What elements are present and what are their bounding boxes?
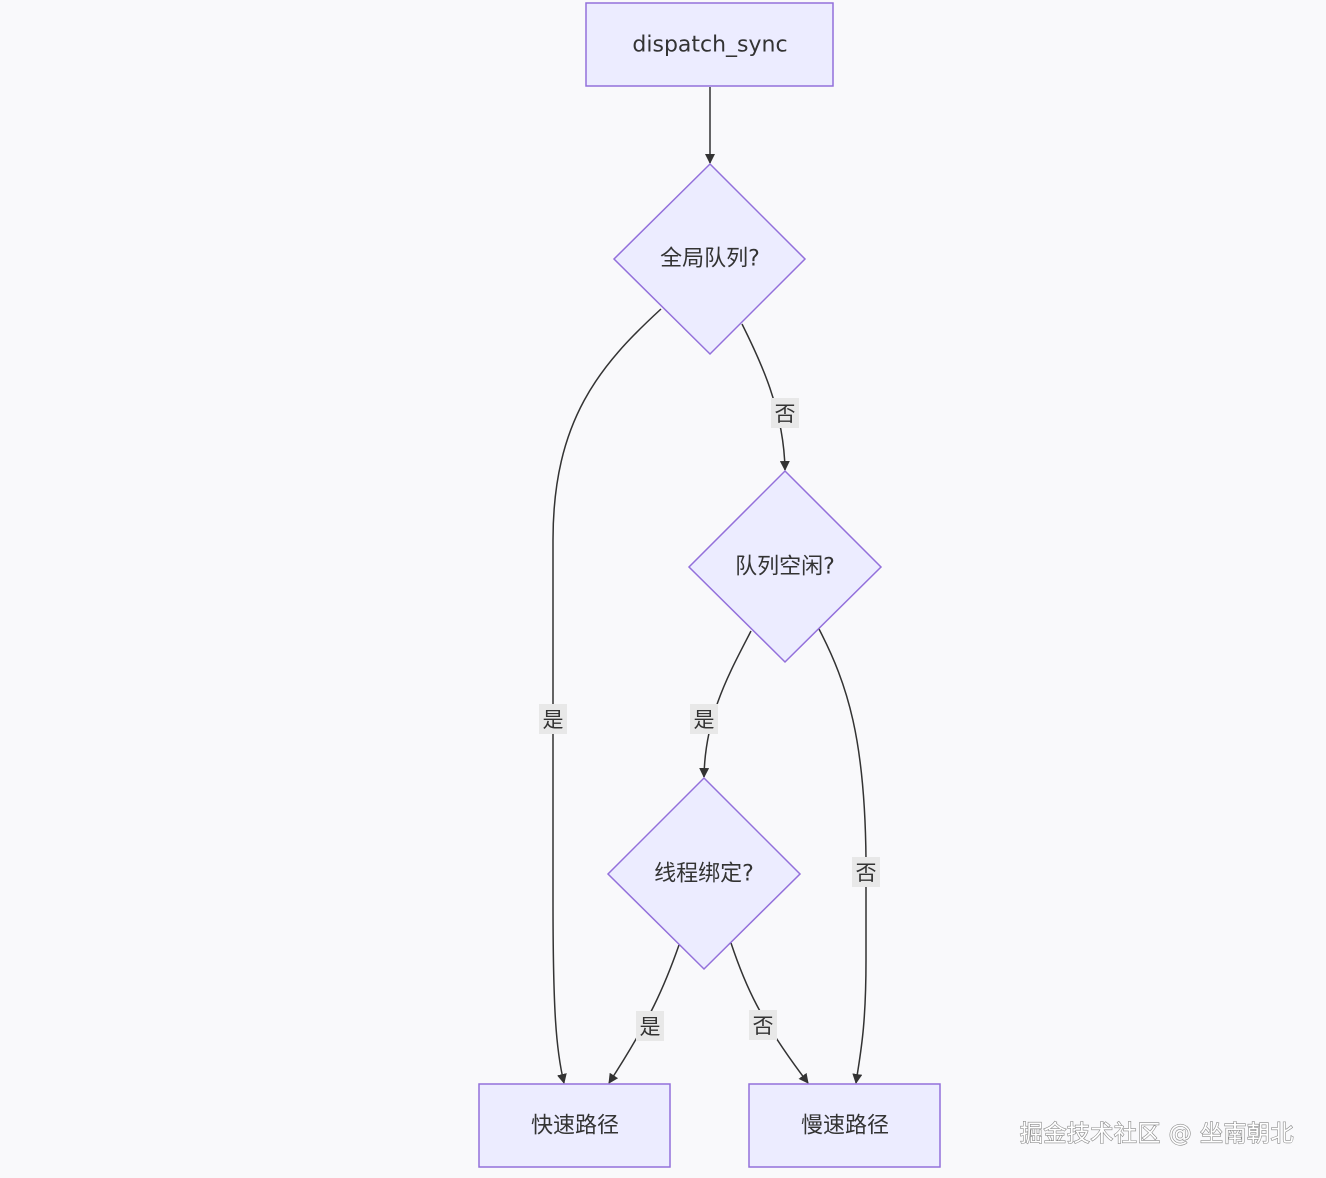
edge-label-bound-yes-text: 是 [640, 1015, 661, 1039]
decision-thread-bound: 线程绑定? [606, 776, 802, 971]
edge-label-bound-no: 否 [749, 1010, 777, 1040]
edge-label-global-no: 否 [771, 398, 799, 428]
edge-idle-yes-to-bound [699, 630, 752, 778]
decision-thread-bound-label: 线程绑定? [654, 862, 754, 887]
edge-bound-no-to-slow [730, 942, 809, 1084]
edge-label-global-no-text: 否 [775, 402, 796, 426]
edge-label-bound-yes: 是 [636, 1011, 664, 1041]
node-slow-path-label: 慢速路径 [801, 1114, 889, 1139]
edge-label-idle-no: 否 [852, 857, 880, 887]
edge-bound-yes-to-fast [608, 944, 680, 1084]
edge-global-yes-to-fast [552, 308, 662, 1084]
node-fast-path: 快速路径 [478, 1083, 671, 1168]
node-start-label: dispatch_sync [632, 33, 787, 58]
node-start: dispatch_sync [585, 2, 834, 87]
edge-global-no-to-idle [741, 323, 790, 471]
watermark: 掘金技术社区 @ 坐南朝北 [1020, 1121, 1294, 1147]
decision-queue-idle: 队列空闲? [687, 469, 883, 664]
edge-label-bound-no-text: 否 [753, 1014, 774, 1038]
decision-global-queue-label: 全局队列? [660, 247, 760, 272]
edge-idle-no-to-slow [818, 628, 867, 1084]
node-slow-path: 慢速路径 [748, 1083, 941, 1168]
edge-label-idle-yes-text: 是 [694, 708, 715, 732]
decision-global-queue: 全局队列? [612, 162, 807, 356]
edge-label-global-yes: 是 [539, 704, 567, 734]
edge-label-idle-yes: 是 [690, 704, 718, 734]
node-fast-path-label: 快速路径 [531, 1114, 619, 1139]
decision-queue-idle-label: 队列空闲? [735, 555, 835, 580]
edge-label-idle-no-text: 否 [856, 861, 877, 885]
edge-label-global-yes-text: 是 [543, 708, 564, 732]
